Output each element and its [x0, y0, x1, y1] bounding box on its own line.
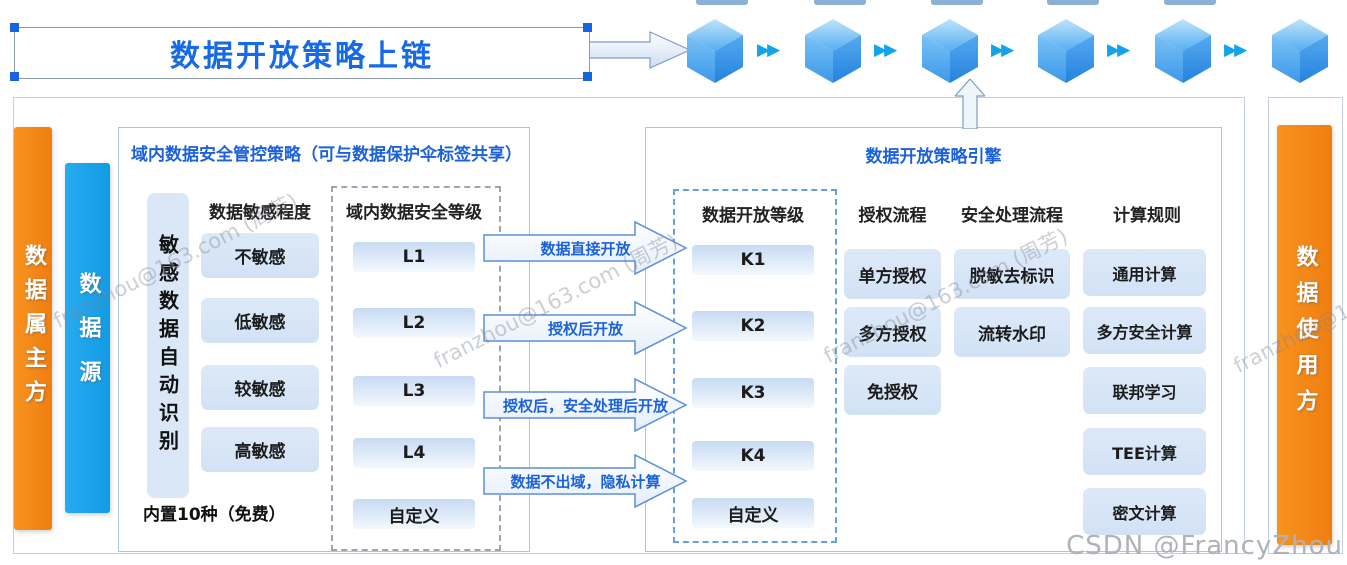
- compute-item: 密文计算: [1083, 488, 1206, 535]
- selection-handle[interactable]: [10, 23, 19, 32]
- cube-sliver-icon: [696, 0, 748, 5]
- page-title: 数据开放策略上链: [170, 39, 434, 74]
- title-box[interactable]: 数据开放策略上链: [14, 27, 590, 79]
- sensitivity-item: 较敏感: [201, 365, 319, 410]
- csdn-credit: CSDN @FrancyZhou: [1066, 531, 1343, 561]
- compute-item: 多方安全计算: [1083, 307, 1206, 354]
- fast-forward-icon: ▶▶: [991, 40, 1014, 60]
- auth-header: 授权流程: [858, 206, 927, 226]
- selection-handle[interactable]: [10, 72, 19, 81]
- auto-identify-label: 敏感数据自动识别: [155, 233, 180, 458]
- compute-item: 通用计算: [1083, 249, 1206, 296]
- compute-item: TEE计算: [1083, 428, 1206, 475]
- selection-handle[interactable]: [583, 23, 592, 32]
- security-process-header: 安全处理流程: [961, 206, 1063, 226]
- data-owner-label: 数据属主方: [21, 243, 46, 414]
- flow-arrow-label: 授权后，安全处理后开放: [502, 396, 668, 415]
- open-level-item: K1: [692, 245, 814, 275]
- open-level-item: K4: [692, 441, 814, 471]
- fast-forward-icon: ▶▶: [757, 40, 780, 60]
- blockchain-cube-icon: [804, 18, 862, 88]
- security-process-item: 流转水印: [954, 307, 1070, 357]
- security-level-item: L1: [353, 242, 475, 272]
- security-level-header: 域内数据安全等级: [346, 203, 482, 223]
- security-level-item: L4: [353, 438, 475, 468]
- security-level-group: 域内数据安全等级 L1 L2 L3 L4 自定义: [331, 186, 501, 551]
- data-source-bar: 数据源: [65, 163, 110, 513]
- blockchain-cube-icon: [1037, 18, 1095, 88]
- left-panel-header: 域内数据安全管控策略（可与数据保护伞标签共享）: [131, 145, 522, 165]
- blockchain-cube-icon: [1154, 18, 1212, 88]
- auth-item: 多方授权: [844, 307, 941, 357]
- fast-forward-icon: ▶▶: [874, 40, 897, 60]
- builtin-footnote: 内置10种（免费）: [143, 505, 286, 525]
- compute-item: 联邦学习: [1083, 367, 1206, 414]
- right-panel: 数据开放策略引擎 数据开放等级 K1 K2 K3 K4 自定义 授权流程 单方授…: [645, 127, 1222, 552]
- cube-sliver-icon: [931, 0, 983, 5]
- security-level-item: L3: [353, 376, 475, 406]
- cube-sliver-icon: [814, 0, 866, 5]
- sensitivity-item: 低敏感: [201, 298, 319, 343]
- flow-arrow-secure-processed: 授权后，安全处理后开放: [483, 377, 688, 433]
- sensitivity-item: 不敏感: [201, 233, 319, 278]
- open-level-group: 数据开放等级 K1 K2 K3 K4 自定义: [673, 189, 837, 543]
- engine-header: 数据开放策略引擎: [865, 147, 1002, 167]
- flow-arrow-private-compute: 数据不出域，隐私计算: [483, 453, 688, 509]
- fast-forward-icon: ▶▶: [1107, 40, 1130, 60]
- sensitivity-header: 数据敏感程度: [209, 203, 311, 223]
- flow-arrow-label: 数据直接开放: [540, 239, 631, 258]
- flow-arrow-label: 数据不出域，隐私计算: [510, 472, 661, 491]
- security-process-item: 脱敏去标识: [954, 249, 1070, 299]
- open-level-header: 数据开放等级: [702, 206, 804, 226]
- security-level-item: L2: [353, 308, 475, 338]
- compute-header: 计算规则: [1113, 206, 1181, 226]
- auto-identify-box: 敏感数据自动识别: [147, 193, 189, 498]
- open-level-item: K2: [692, 311, 814, 341]
- cube-sliver-icon: [1164, 0, 1216, 5]
- data-user-bar: 数据使用方: [1277, 125, 1332, 545]
- engine-to-chain-arrow: [953, 78, 987, 133]
- blockchain-cube-icon: [1271, 18, 1329, 88]
- selection-handle[interactable]: [583, 72, 592, 81]
- fast-forward-icon: ▶▶: [1224, 40, 1247, 60]
- blockchain-cube-icon: [686, 18, 744, 88]
- data-owner-bar: 数据属主方: [14, 127, 52, 530]
- open-level-item: 自定义: [692, 498, 814, 528]
- flow-arrow-label: 授权后开放: [547, 319, 623, 338]
- auth-item: 免授权: [844, 365, 941, 415]
- auth-item: 单方授权: [844, 249, 941, 299]
- flow-arrow-direct: 数据直接开放: [483, 220, 688, 276]
- blockchain-cube-icon: [921, 18, 979, 88]
- flow-arrow-authorized: 授权后开放: [483, 300, 688, 356]
- open-level-item: K3: [692, 378, 814, 408]
- left-panel: 域内数据安全管控策略（可与数据保护伞标签共享） 敏感数据自动识别 数据敏感程度 …: [118, 127, 530, 552]
- data-user-label: 数据使用方: [1292, 245, 1318, 425]
- cube-sliver-icon: [1047, 0, 1099, 5]
- sensitivity-item: 高敏感: [201, 427, 319, 472]
- security-level-item: 自定义: [353, 499, 475, 529]
- data-source-label: 数据源: [75, 272, 101, 404]
